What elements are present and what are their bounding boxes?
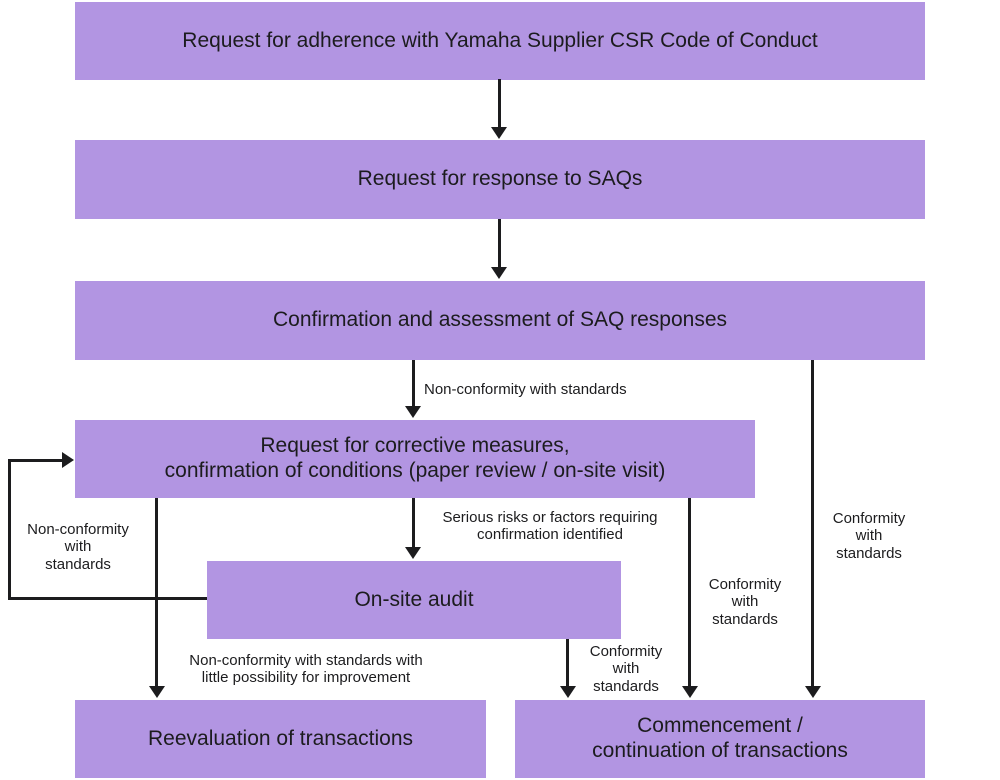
arrow-assessment-to-corrective-head [405, 406, 421, 418]
arrow-corrective-to-commencement-shaft [688, 498, 691, 687]
label-nonconformity-standards: Non-conformity with standards [424, 381, 627, 398]
label-conformity-audit-path: Conformity with standards [589, 643, 663, 695]
arrow-assessment-to-commencement-shaft [811, 360, 814, 687]
arrow-corrective-to-reevaluation-shaft [155, 498, 158, 687]
loop-audit-to-corrective-head [62, 452, 74, 468]
label-conformity-mid-path: Conformity with standards [708, 576, 782, 628]
label-conformity-right-path: Conformity with standards [832, 510, 906, 562]
arrow-audit-to-commencement-head [560, 686, 576, 698]
box-saq-assessment: Confirmation and assessment of SAQ respo… [75, 281, 925, 360]
arrow-corrective-to-audit-head [405, 547, 421, 559]
box-reevaluation: Reevaluation of transactions [75, 700, 486, 778]
label-loop-nonconformity: Non-conformity with standards [27, 521, 129, 573]
arrow-adherence-to-saq-shaft [498, 79, 501, 128]
arrow-assessment-to-corrective-shaft [412, 360, 415, 407]
box-adherence: Request for adherence with Yamaha Suppli… [75, 2, 925, 80]
arrow-corrective-to-commencement-head [682, 686, 698, 698]
loop-audit-to-corrective-left-segment [8, 459, 11, 600]
box-commencement: Commencement / continuation of transacti… [515, 700, 925, 778]
arrow-saq-to-assessment-head [491, 267, 507, 279]
arrow-corrective-to-audit-shaft [412, 498, 415, 548]
arrow-saq-to-assessment-shaft [498, 219, 501, 268]
loop-audit-to-corrective-top-segment [8, 459, 63, 462]
arrow-audit-to-commencement-shaft [566, 639, 569, 687]
box-corrective-measures: Request for corrective measures, confirm… [75, 420, 755, 498]
arrow-corrective-to-reevaluation-head [149, 686, 165, 698]
box-onsite-audit: On-site audit [207, 561, 621, 639]
arrow-assessment-to-commencement-head [805, 686, 821, 698]
box-saq-request: Request for response to SAQs [75, 140, 925, 219]
loop-audit-to-corrective-bottom-segment [8, 597, 207, 600]
arrow-adherence-to-saq-head [491, 127, 507, 139]
label-nonconformity-little-improvement: Non-conformity with standards with littl… [189, 652, 423, 687]
label-serious-risks: Serious risks or factors requiring confi… [442, 509, 658, 544]
